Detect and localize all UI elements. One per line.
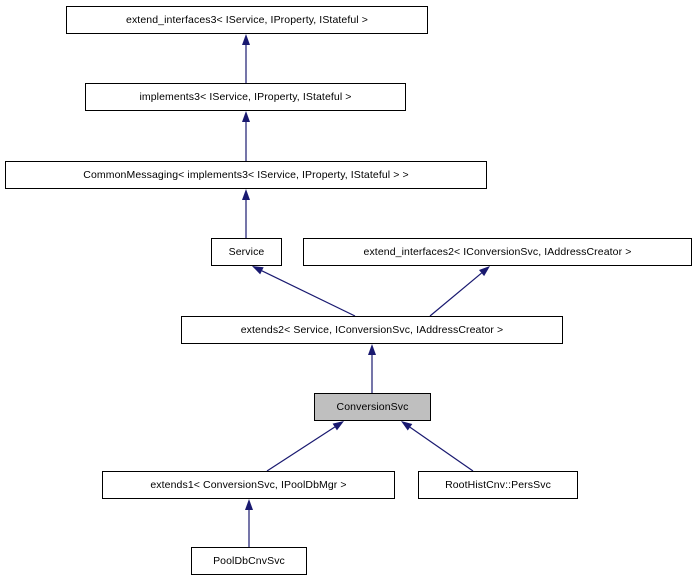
class-node-service[interactable]: Service — [211, 238, 282, 266]
class-node-label: Service — [228, 245, 265, 258]
inheritance-arrowhead — [242, 111, 250, 122]
class-node-common_messaging[interactable]: CommonMessaging< implements3< IService, … — [5, 161, 487, 189]
class-node-label: extends1< ConversionSvc, IPoolDbMgr > — [150, 478, 347, 491]
class-node-extend_interfaces2[interactable]: extend_interfaces2< IConversionSvc, IAdd… — [303, 238, 692, 266]
class-node-implements3[interactable]: implements3< IService, IProperty, IState… — [85, 83, 406, 111]
class-node-label: RootHistCnv::PersSvc — [445, 478, 551, 491]
inheritance-edge-common_messaging-to-implements3 — [242, 111, 250, 161]
inheritance-arrowhead — [252, 266, 264, 275]
class-node-label: extend_interfaces2< IConversionSvc, IAdd… — [363, 245, 632, 258]
inheritance-arrowhead — [368, 344, 376, 355]
class-node-extend_interfaces3[interactable]: extend_interfaces3< IService, IProperty,… — [66, 6, 428, 34]
inheritance-edge-extends1-to-conversion_svc — [266, 421, 344, 472]
inheritance-arrowhead — [332, 421, 344, 431]
inheritance-edge-implements3-to-extend_interfaces3 — [242, 34, 250, 83]
class-node-roothistcnv_perssvc[interactable]: RootHistCnv::PersSvc — [418, 471, 578, 499]
inheritance-arrowhead — [401, 421, 413, 431]
class-node-label: ConversionSvc — [336, 400, 409, 413]
inheritance-edge-roothistcnv_perssvc-to-conversion_svc — [401, 421, 474, 472]
class-node-pooldbcnvsvc[interactable]: PoolDbCnvSvc — [191, 547, 307, 575]
inheritance-edge-extends2-to-service — [252, 266, 356, 317]
inheritance-arrowhead — [242, 34, 250, 45]
class-node-label: CommonMessaging< implements3< IService, … — [83, 168, 409, 181]
inheritance-arrowhead — [478, 266, 490, 277]
class-node-extends2[interactable]: extends2< Service, IConversionSvc, IAddr… — [181, 316, 563, 344]
class-node-label: extends2< Service, IConversionSvc, IAddr… — [240, 323, 504, 336]
inheritance-edge-service-to-common_messaging — [242, 189, 250, 238]
class-node-label: PoolDbCnvSvc — [213, 554, 285, 567]
class-node-label: implements3< IService, IProperty, IState… — [139, 90, 352, 103]
inheritance-edge-conversion_svc-to-extends2 — [368, 344, 376, 393]
inheritance-edge-extends2-to-extend_interfaces2 — [429, 266, 490, 317]
inheritance-arrowhead — [245, 499, 253, 510]
inheritance-arrowhead — [242, 189, 250, 200]
class-node-label: extend_interfaces3< IService, IProperty,… — [126, 13, 368, 26]
class-node-conversion_svc[interactable]: ConversionSvc — [314, 393, 431, 421]
class-node-extends1[interactable]: extends1< ConversionSvc, IPoolDbMgr > — [102, 471, 395, 499]
inheritance-edge-pooldbcnvsvc-to-extends1 — [245, 499, 253, 547]
